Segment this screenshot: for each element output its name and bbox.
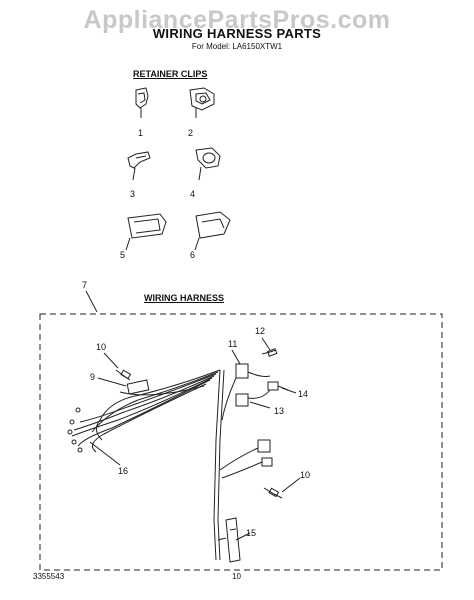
clip-4-drawing (195, 147, 221, 181)
page-title: WIRING HARNESS PARTS (152, 26, 322, 41)
clip-3-drawing (127, 151, 151, 181)
model-subtitle: For Model: LA6150XTW1 (191, 42, 283, 51)
callout-9: 9 (90, 372, 96, 382)
page-number: 10 (232, 572, 241, 581)
callout-12: 12 (255, 326, 266, 336)
callout-7: 7 (82, 280, 88, 290)
watermark: AppliancePartsPros.com (83, 6, 391, 34)
callout-3: 3 (130, 189, 136, 199)
callout-1: 1 (138, 128, 144, 138)
callout-6: 6 (190, 250, 196, 260)
clip-2-drawing (189, 87, 215, 118)
wiring-harness-drawing (67, 348, 289, 563)
clip-1-drawing (135, 87, 149, 118)
clip-6-drawing (194, 211, 231, 251)
callout-10-lower: 10 (300, 470, 311, 480)
callout-7-leader (85, 290, 98, 313)
doc-number: 3355543 (33, 572, 65, 581)
callout-16: 16 (118, 466, 129, 476)
callout-10-upper: 10 (96, 342, 107, 352)
wiring-harness-heading: WIRING HARNESS (144, 293, 225, 303)
harness-dashed-border (39, 313, 443, 571)
callout-13: 13 (274, 406, 285, 416)
callout-leaders (89, 337, 301, 541)
callout-4: 4 (190, 189, 196, 199)
callout-11: 11 (228, 339, 238, 349)
retainer-clips-heading: RETAINER CLIPS (133, 69, 208, 79)
clip-5-drawing (125, 213, 167, 251)
callout-15: 15 (246, 528, 257, 538)
callout-2: 2 (188, 128, 194, 138)
callout-14: 14 (298, 389, 309, 399)
callout-5: 5 (120, 250, 126, 260)
